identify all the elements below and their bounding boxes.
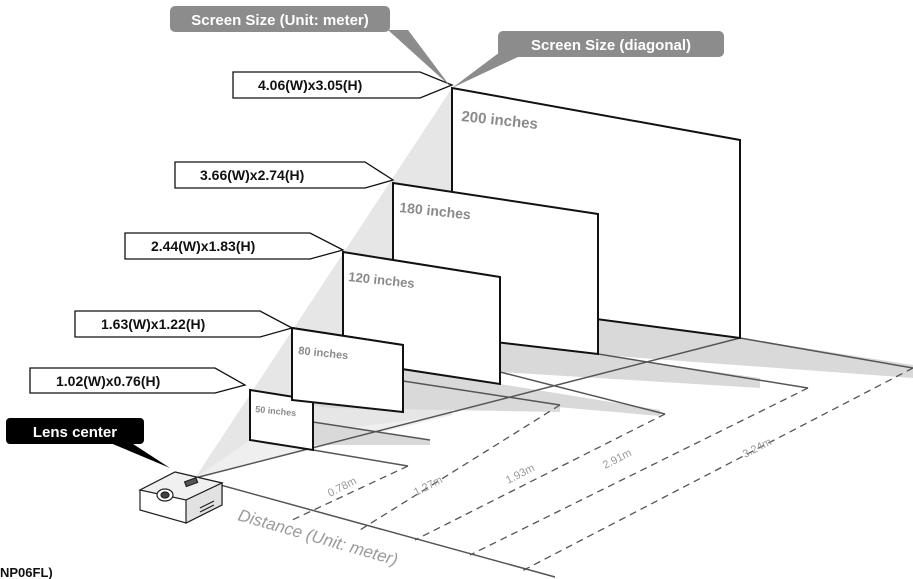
callout-180 xyxy=(174,161,395,189)
screen-size-label: 120 inches xyxy=(348,269,416,291)
callout-50 xyxy=(29,367,247,394)
screen-80-face xyxy=(291,326,404,414)
distance-axis-label: Distance (Unit: meter) xyxy=(236,506,400,570)
callout-200 xyxy=(232,71,454,99)
callout-screen-size-unit: Screen Size (Unit: meter) xyxy=(170,6,450,86)
callout-screen-size-diagonal-text: Screen Size (diagonal) xyxy=(531,37,691,54)
dimension-label: 4.06(W)x3.05(H) xyxy=(258,77,362,93)
distance-dashes xyxy=(289,367,913,573)
screen-size-label: 80 inches xyxy=(298,345,349,362)
distance-label: 3.24m xyxy=(741,436,774,461)
dimension-label: 2.44(W)x1.83(H) xyxy=(151,238,255,254)
dimension-label: 1.02(W)x0.76(H) xyxy=(56,373,160,389)
dimension-label: 1.63(W)x1.22(H) xyxy=(101,316,205,332)
callout-80 xyxy=(74,310,294,338)
distance-label: 1.27m xyxy=(412,474,445,499)
screen-rects xyxy=(249,86,741,452)
lens-center-text: Lens center xyxy=(33,424,117,441)
lens-center-callout: Lens center xyxy=(6,418,170,468)
callout-screen-size-unit-text: Screen Size (Unit: meter) xyxy=(191,12,369,29)
callout-120 xyxy=(124,232,345,260)
footer-fragment: NP06FL) xyxy=(0,565,53,579)
distance-label: 2.91m xyxy=(601,447,634,472)
screen-size-label: 50 inches xyxy=(255,404,297,418)
floor-lines xyxy=(194,337,913,578)
distance-label: 1.93m xyxy=(504,462,537,487)
dimension-callouts xyxy=(29,71,454,394)
screen-size-label: 180 inches xyxy=(399,199,472,222)
dimension-label: 3.66(W)x2.74(H) xyxy=(200,167,304,183)
projector-icon xyxy=(138,471,224,524)
callout-screen-size-diagonal: Screen Size (diagonal) xyxy=(452,31,724,88)
